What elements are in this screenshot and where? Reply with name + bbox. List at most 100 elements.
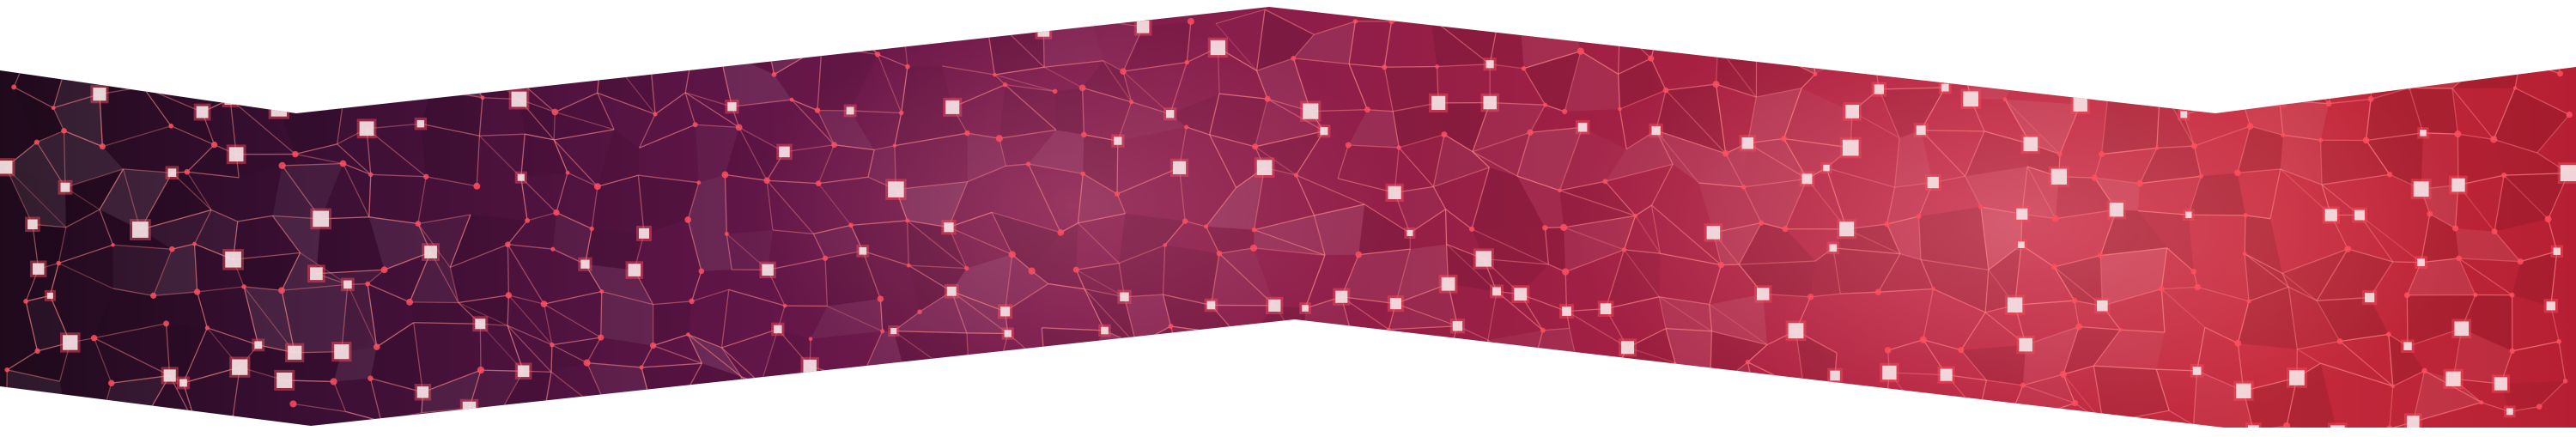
network-edge — [2514, 87, 2570, 116]
polygon-facet — [278, 61, 348, 109]
network-node — [368, 375, 374, 381]
network-edge — [425, 15, 455, 52]
network-edge — [2550, 251, 2558, 307]
network-edge — [879, 299, 884, 331]
network-node — [1801, 173, 1813, 185]
network-edge — [197, 291, 208, 329]
network-edge — [724, 174, 727, 234]
network-node — [2246, 123, 2254, 130]
network-node — [2018, 241, 2025, 248]
network-node — [270, 100, 288, 117]
network-edge — [2057, 12, 2060, 62]
polygon-facet — [14, 87, 64, 143]
polygon-facet — [426, 10, 456, 57]
network-edge — [2520, 251, 2557, 263]
network-edge — [1296, 174, 1365, 205]
network-node — [2386, 172, 2393, 178]
network-edge — [1437, 363, 1485, 393]
network-edge — [1832, 247, 1842, 294]
network-edge — [641, 362, 702, 368]
network-edge — [584, 264, 603, 292]
network-node — [1468, 416, 1475, 422]
network-edge — [2558, 341, 2567, 381]
network-edge — [2332, 9, 2387, 15]
network-edge — [2316, 248, 2348, 301]
network-node — [2509, 348, 2515, 355]
network-node — [2050, 264, 2057, 270]
polygon-facet — [1747, 88, 1802, 143]
polygon-facet — [1293, 21, 1356, 64]
network-edge — [948, 181, 969, 228]
network-edge — [1073, 379, 1098, 404]
network-edge — [52, 94, 100, 109]
network-edge — [809, 366, 879, 420]
network-edge — [1186, 21, 1192, 63]
network-edge — [2451, 88, 2459, 135]
network-node — [2020, 66, 2025, 71]
network-edge — [137, 71, 144, 88]
network-edge — [1605, 163, 1674, 182]
network-node — [1571, 19, 1579, 27]
network-edge — [653, 344, 702, 364]
network-node — [1429, 15, 1434, 21]
network-edge — [2094, 177, 2141, 185]
network-edge — [425, 15, 434, 57]
network-node — [822, 255, 829, 261]
network-edge — [232, 367, 240, 418]
network-node — [846, 106, 854, 115]
network-node — [2239, 95, 2245, 101]
network-edge — [67, 404, 106, 426]
network-edge — [171, 172, 212, 211]
network-edge — [1004, 254, 1013, 312]
network-node — [365, 281, 371, 287]
polygon-facet — [1886, 215, 1922, 260]
network-edge — [1698, 182, 1744, 188]
network-node — [1025, 161, 1031, 167]
polygon-facet — [2004, 99, 2081, 155]
network-edge — [767, 258, 826, 270]
polygon-facet — [1005, 254, 1048, 312]
network-node — [1923, 29, 1929, 34]
network-edge — [281, 283, 348, 291]
network-edge — [553, 139, 568, 173]
network-edge — [1783, 138, 1808, 179]
network-edge — [2320, 362, 2393, 387]
network-edge — [186, 171, 212, 210]
network-node — [871, 411, 886, 428]
network-node — [2163, 7, 2176, 14]
network-edge — [641, 345, 654, 368]
network-edge — [1218, 247, 1255, 254]
network-edge — [2421, 258, 2459, 264]
polygon-facet — [2021, 12, 2059, 70]
network-node — [2413, 181, 2429, 197]
network-edge — [1256, 58, 1294, 71]
network-edge — [1043, 60, 1103, 68]
network-edge — [1738, 222, 1762, 265]
network-edge — [894, 112, 902, 146]
network-edge — [1186, 126, 1210, 136]
network-edge — [1635, 204, 1652, 216]
network-edge — [1715, 84, 1727, 154]
network-edge — [2020, 244, 2055, 268]
network-node — [525, 217, 531, 223]
network-node — [313, 210, 330, 228]
network-node — [2391, 384, 2396, 389]
network-node — [1756, 288, 1770, 300]
network-node — [2136, 179, 2143, 187]
network-edge — [94, 337, 170, 377]
network-edge — [2094, 7, 2105, 75]
network-edge — [688, 334, 722, 349]
network-edge — [1826, 167, 1895, 188]
network-node-glow — [2426, 59, 2439, 73]
network-node — [1452, 321, 1463, 331]
network-edge — [1984, 312, 2026, 346]
network-node — [225, 251, 241, 268]
network-edge — [1887, 339, 1923, 351]
network-edge — [1076, 262, 1120, 270]
network-edge — [766, 180, 774, 231]
network-node-glow — [2245, 422, 2262, 428]
network-node — [1249, 244, 1258, 252]
network-edge — [1964, 68, 2022, 70]
network-edge — [2494, 138, 2537, 154]
network-node — [1788, 323, 1804, 339]
